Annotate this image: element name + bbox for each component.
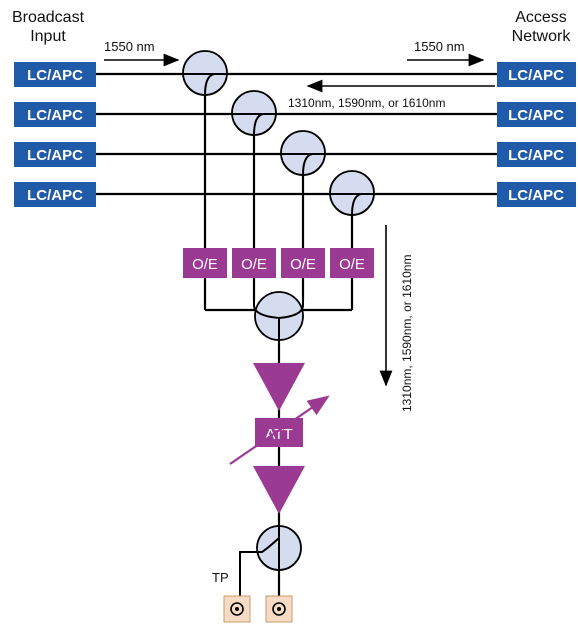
return-wavelengths-label: 1310nm, 1590nm, or 1610nm xyxy=(288,96,445,110)
left-connector-4[interactable]: LC/APC xyxy=(14,182,96,207)
right-connector-1-label: LC/APC xyxy=(508,67,564,84)
broadcast-input-label-line2: Input xyxy=(30,28,66,45)
oe-converter-3: O/E xyxy=(281,248,325,278)
tap-coupler-4 xyxy=(329,170,375,216)
left-connector-4-label: LC/APC xyxy=(27,187,83,204)
attenuator[interactable]: ATT xyxy=(229,395,330,465)
test-point-port[interactable] xyxy=(223,595,251,623)
access-network-label-line2: Network xyxy=(512,28,572,45)
left-connector-3[interactable]: LC/APC xyxy=(14,142,96,167)
oe-converter-2: O/E xyxy=(232,248,276,278)
tap-coupler-2 xyxy=(231,90,277,136)
left-connector-3-label: LC/APC xyxy=(27,147,83,164)
broadcast-input-label-line1: Broadcast xyxy=(12,9,85,26)
oe-converter-3-label: O/E xyxy=(290,256,316,273)
attenuator-label: ATT xyxy=(265,426,292,443)
tap-coupler-1 xyxy=(182,50,228,96)
test-point-label: TP xyxy=(212,570,229,585)
left-connector-2[interactable]: LC/APC xyxy=(14,102,96,127)
tap-coupler-3 xyxy=(280,130,326,176)
vertical-return-wavelengths-label: 1310nm, 1590nm, or 1610nm xyxy=(400,255,414,412)
amplifier-1-icon xyxy=(253,363,305,411)
access-network-label-line1: Access xyxy=(515,9,567,26)
combiner-coupler xyxy=(253,291,304,341)
left-connector-2-label: LC/APC xyxy=(27,107,83,124)
oe-converter-4-label: O/E xyxy=(339,256,365,273)
oe-converter-4: O/E xyxy=(330,248,374,278)
rf-output-port[interactable] xyxy=(265,595,293,623)
left-connector-1-label: LC/APC xyxy=(27,67,83,84)
right-connector-3[interactable]: LC/APC xyxy=(497,142,576,167)
right-connector-2-label: LC/APC xyxy=(508,107,564,124)
left-connector-1[interactable]: LC/APC xyxy=(14,62,96,87)
input-wavelength-label: 1550 nm xyxy=(104,39,155,54)
output-wavelength-label: 1550 nm xyxy=(414,39,465,54)
oe-converter-1: O/E xyxy=(183,248,227,278)
amplifier-2-icon xyxy=(253,466,305,514)
variable-adjust-arrow xyxy=(229,395,330,465)
right-connector-4-label: LC/APC xyxy=(508,187,564,204)
right-connector-4[interactable]: LC/APC xyxy=(497,182,576,207)
right-connector-2[interactable]: LC/APC xyxy=(497,102,576,127)
oe-converter-2-label: O/E xyxy=(241,256,267,273)
test-point-splitter xyxy=(239,525,302,596)
right-connector-3-label: LC/APC xyxy=(508,147,564,164)
right-connector-1[interactable]: LC/APC xyxy=(497,62,576,87)
oe-converter-1-label: O/E xyxy=(192,256,218,273)
